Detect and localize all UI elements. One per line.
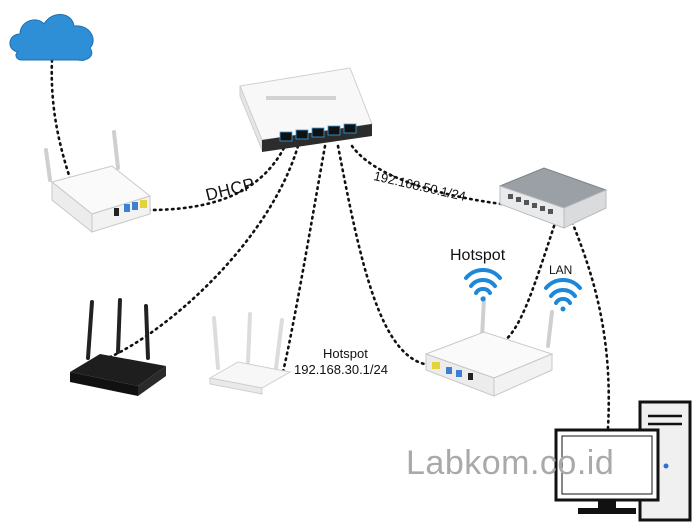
wifi-lan-icon: [544, 277, 582, 312]
hotspot-router-icon: [424, 296, 554, 397]
watermark: Labkom.co.id: [406, 444, 615, 482]
link-modem-router-dhcp: [146, 144, 287, 212]
mikrotik-router-icon: [239, 67, 373, 152]
cloud-icon: [9, 14, 94, 61]
wifi-hotspot-icon: [464, 267, 502, 302]
desktop-computer-icon: [554, 400, 692, 522]
hotspot-wifi-label: Hotspot: [450, 247, 506, 264]
hotspot-subnet-label: 192.168.30.1/24: [294, 362, 388, 377]
link-switch-pc: [570, 220, 611, 430]
hotspot-link-label: Hotspot: [323, 346, 368, 361]
link-router-tplink-ap: [281, 144, 327, 374]
network-switch-icon: [498, 167, 608, 229]
link-switch-hotspot-router: [498, 218, 558, 347]
link-router-hotspot-router: [336, 144, 432, 367]
dlink-access-point-icon: [70, 298, 166, 396]
tplink-access-point-icon: [208, 312, 292, 395]
link-router-dlink-ap: [106, 144, 300, 360]
modem-router-icon: [44, 130, 152, 234]
link-cloud-modem: [50, 58, 76, 192]
link-router-switch: [350, 144, 504, 206]
lan-wifi-label: LAN: [549, 263, 573, 277]
